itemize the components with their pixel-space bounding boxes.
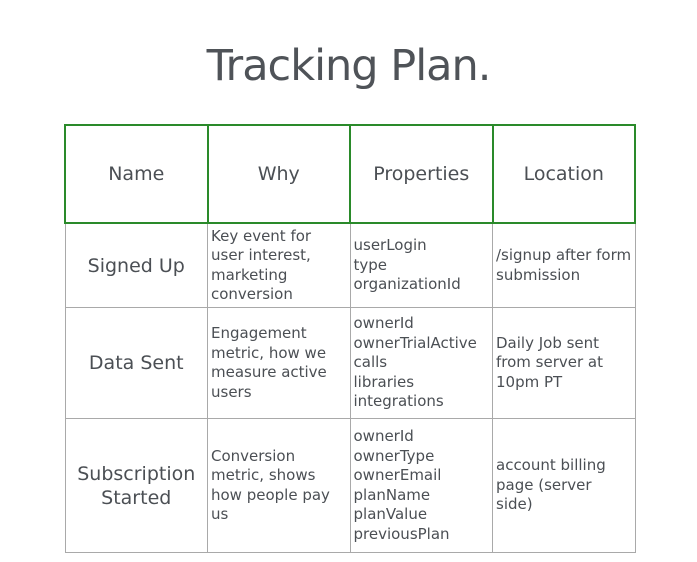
table-row: Data Sent Engagement metric, how we meas…: [64, 307, 636, 419]
property-item: userLogin: [353, 236, 427, 255]
property-item: ownerId: [353, 427, 414, 445]
location-cell: /signup after form submission: [492, 222, 636, 308]
tracking-plan-table: Name Why Properties Location Signed Up K…: [64, 124, 636, 553]
event-name: Data Sent: [88, 352, 184, 374]
property-item: ownerTrialActive: [353, 333, 477, 352]
event-name-cell: Subscription Started: [64, 418, 208, 553]
header-row: Name Why Properties Location: [64, 124, 636, 224]
table-row: Signed Up Key event for user interest, m…: [64, 222, 636, 308]
why-cell: Conversion metric, shows how people pay …: [207, 418, 351, 553]
property-item: type: [353, 255, 388, 274]
header-location: Location: [491, 124, 636, 224]
header-properties: Properties: [349, 124, 494, 224]
event-name-cell: Data Sent: [64, 307, 208, 419]
event-name-cell: Signed Up: [64, 222, 208, 308]
property-item: planValue: [353, 505, 428, 523]
event-name: Signed Up: [87, 254, 185, 277]
location-cell: account billing page (server side): [492, 418, 636, 553]
page-title: Tracking Plan.: [206, 41, 492, 91]
property-item: ownerType: [353, 446, 435, 465]
property-item: calls: [353, 353, 388, 372]
location-cell: Daily Job sent from server at 10pm PT: [492, 307, 636, 419]
properties-cell: ownerId ownerTrialActive calls libraries…: [349, 307, 493, 419]
property-item: planName: [353, 485, 431, 504]
header-name: Name: [64, 124, 209, 224]
properties-cell: ownerId ownerType ownerEmail planName pl…: [349, 418, 493, 553]
property-item: libraries: [353, 372, 415, 391]
property-item: integrations: [353, 392, 444, 411]
properties-cell: userLogin type organizationId: [349, 222, 493, 308]
property-item: ownerEmail: [353, 466, 442, 484]
table-row: Subscription Started Conversion metric, …: [64, 418, 636, 553]
event-name: Started: [101, 486, 172, 509]
property-item: ownerId: [353, 314, 414, 333]
header-why: Why: [206, 124, 351, 224]
event-name: Subscription: [77, 462, 196, 485]
property-item: organizationId: [353, 275, 461, 294]
property-item: previousPlan: [353, 524, 450, 543]
why-cell: Engagement metric, how we measure active…: [207, 307, 351, 419]
why-cell: Key event for user interest, marketing c…: [207, 222, 351, 308]
